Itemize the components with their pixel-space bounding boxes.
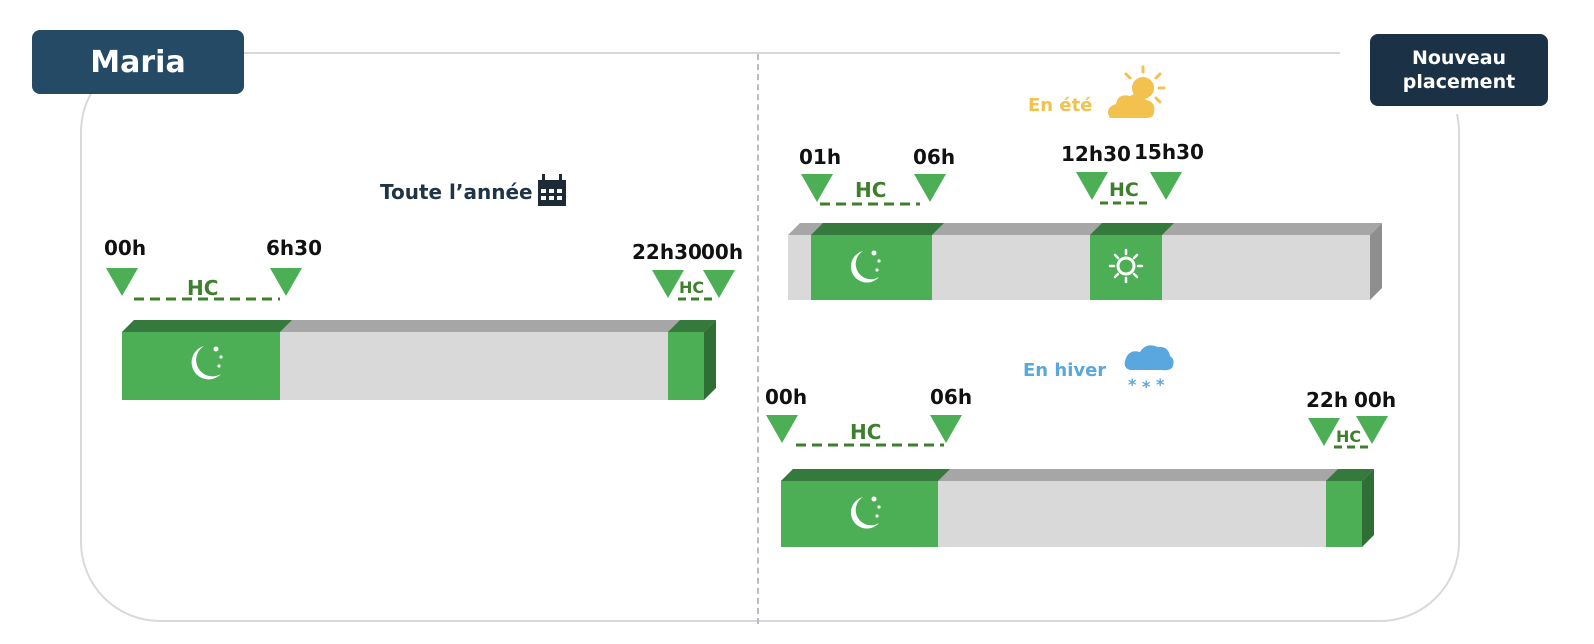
marker-triangle <box>703 270 735 298</box>
winter-marker-midnight: 00h <box>1354 388 1397 412</box>
summer-hc-night: HC <box>855 178 887 202</box>
new-placement-tag: Nouveau placement <box>1370 34 1548 106</box>
hc-label-evening: HC <box>679 278 705 297</box>
winter-marker-00h: 00h <box>765 385 808 409</box>
marker-label-end-morning: 6h30 <box>266 236 322 260</box>
marker-triangle <box>1356 416 1388 444</box>
svg-text:*: * <box>1142 377 1151 396</box>
marker-label-evening: 22h30 <box>632 240 702 264</box>
bar-top-green <box>668 320 716 332</box>
bar-top-green <box>811 223 944 235</box>
section-divider <box>757 54 759 624</box>
marker-label-start: 00h <box>104 236 147 260</box>
bar-side-face <box>1362 469 1374 547</box>
bar-offpeak-evening <box>668 332 704 400</box>
summer-marker-1230: 12h30 <box>1061 142 1131 166</box>
bar-side-face <box>704 320 716 400</box>
summer-marker-1530: 15h30 <box>1134 140 1204 164</box>
winter-marker-06h: 06h <box>930 385 973 409</box>
name-tag: Maria <box>32 30 244 94</box>
marker-triangle <box>801 174 833 202</box>
summer-title: En été <box>1028 95 1093 116</box>
bar-top-green <box>1090 223 1174 235</box>
marker-triangle <box>1150 172 1182 200</box>
winter-marker-22h: 22h <box>1306 388 1349 412</box>
year-title: Toute l’année <box>380 180 533 204</box>
moon-stars-icon <box>850 496 881 529</box>
bar-side-face <box>1370 223 1382 300</box>
bar-offpeak-noon <box>1090 235 1162 300</box>
moon-stars-icon <box>191 346 223 380</box>
summer-marker-06h: 06h <box>913 145 956 169</box>
summer-hc-noon: HC <box>1109 179 1139 201</box>
bar-offpeak-evening <box>1326 481 1362 547</box>
winter-hc-night: HC <box>850 420 882 444</box>
marker-triangle <box>1308 418 1340 446</box>
bar-offpeak-morning <box>122 332 280 400</box>
winter-title: En hiver <box>1023 360 1107 381</box>
bar-top-green <box>781 469 950 481</box>
marker-label-midnight: 00h <box>701 240 744 264</box>
hc-label-morning: HC <box>187 276 219 300</box>
marker-triangle <box>652 270 684 298</box>
svg-text:*: * <box>1128 375 1137 394</box>
moon-stars-icon <box>850 250 881 283</box>
svg-text:*: * <box>1156 375 1165 394</box>
bar-offpeak-night <box>811 235 932 300</box>
marker-triangle <box>106 268 138 296</box>
panel-frame <box>80 52 1460 622</box>
bar-top-green <box>122 320 292 332</box>
marker-triangle <box>766 415 798 443</box>
marker-triangle <box>914 174 946 202</box>
marker-triangle <box>270 268 302 296</box>
marker-triangle <box>930 415 962 443</box>
bar-top-green <box>1326 469 1374 481</box>
bar-offpeak-night <box>781 481 938 547</box>
summer-marker-01h: 01h <box>799 145 842 169</box>
winter-hc-evening: HC <box>1336 427 1362 446</box>
marker-triangle <box>1076 172 1108 200</box>
sun-icon <box>1108 248 1144 284</box>
